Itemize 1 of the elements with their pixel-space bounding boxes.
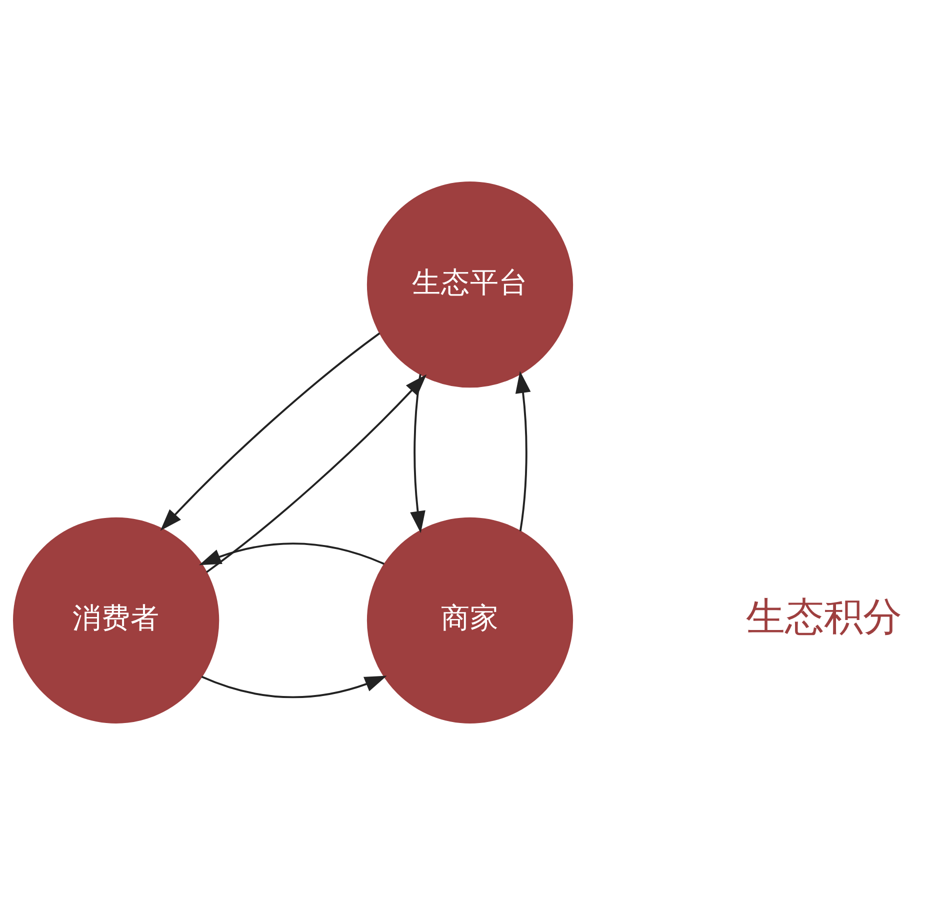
label: 生态积分: [746, 594, 902, 640]
